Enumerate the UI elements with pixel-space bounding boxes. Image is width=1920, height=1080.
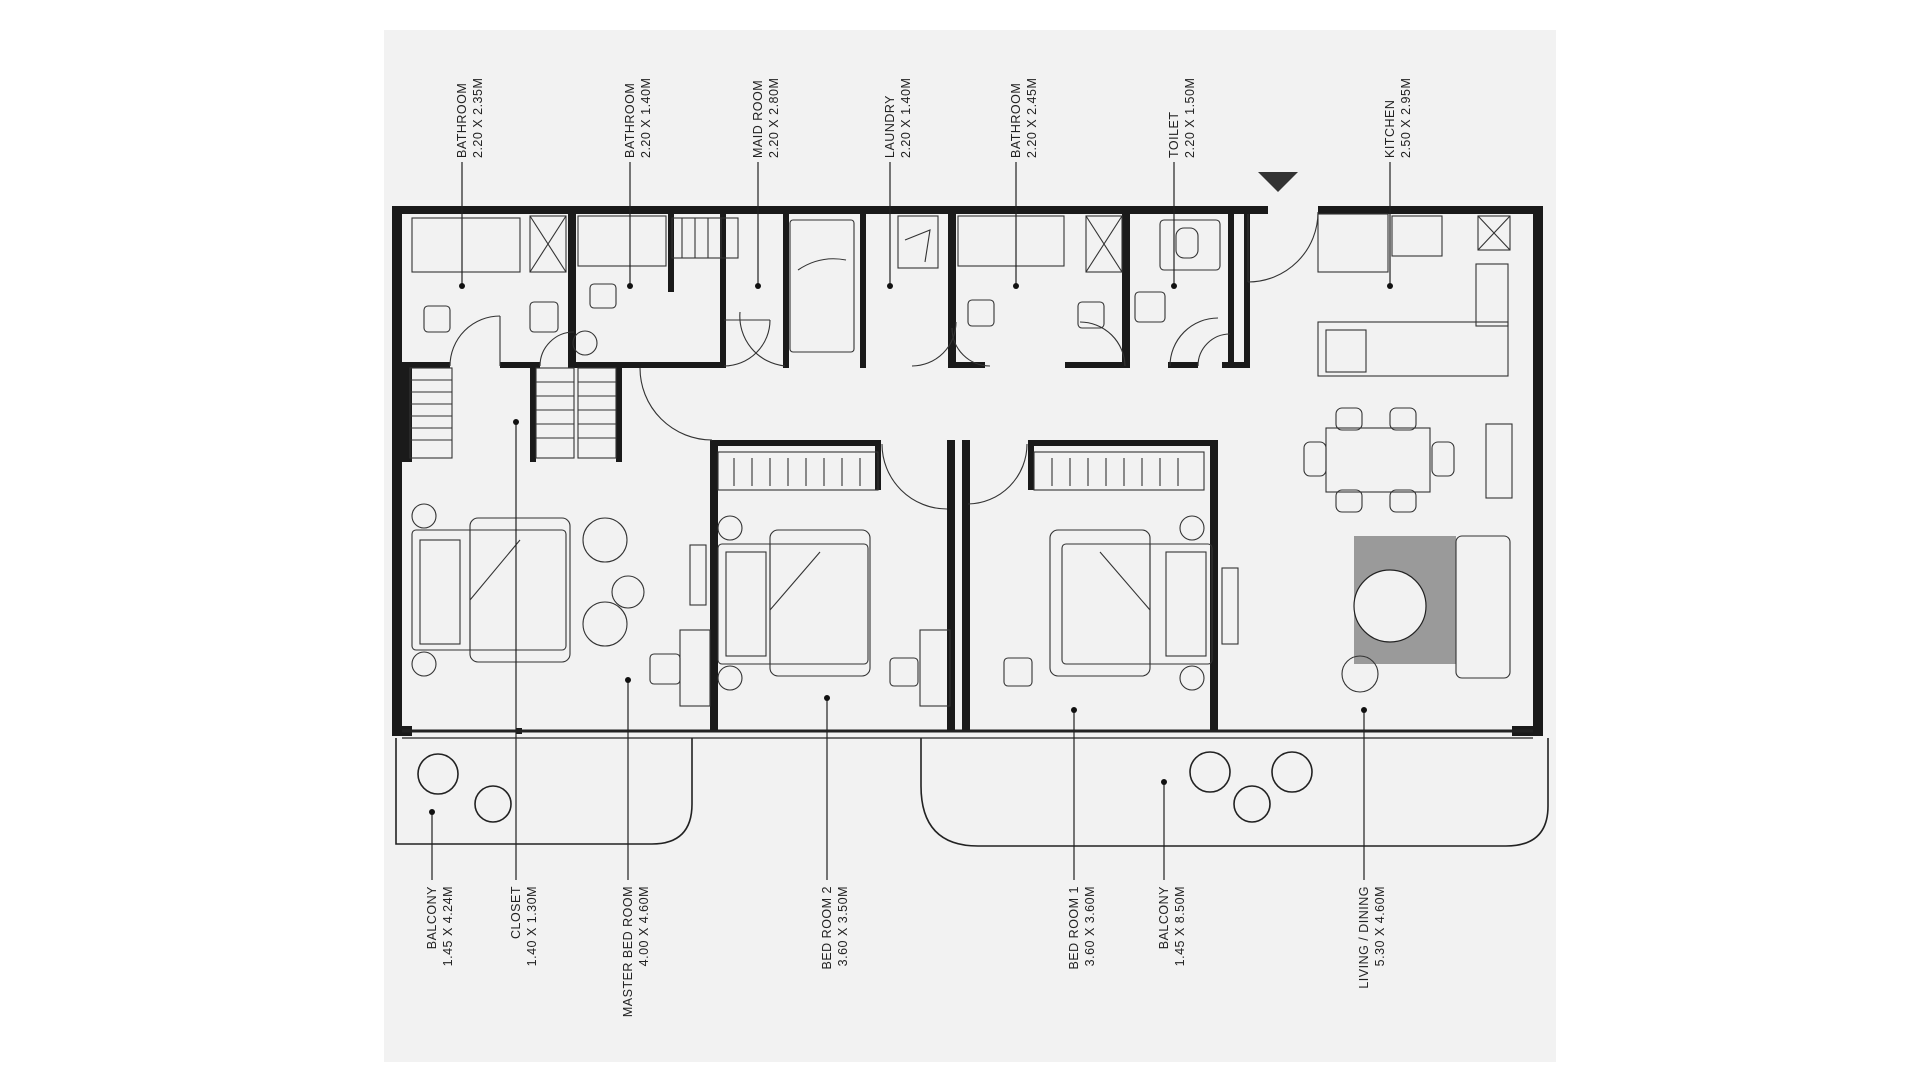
bed-room-1-bed: [889, 515, 1239, 707]
top-room-dims: 2.20 X 2.80M: [767, 78, 781, 158]
living-furniture: [1341, 535, 1511, 693]
top-room-dims: 2.20 X 2.45M: [1025, 78, 1039, 158]
master-bed: [411, 503, 645, 677]
top-room-dims: 2.20 X 1.40M: [639, 78, 653, 158]
bottom-room-name: LIVING / DINING: [1357, 886, 1371, 989]
top-room-dims: 2.20 X 2.35M: [471, 78, 485, 158]
bottom-room-name: CLOSET: [509, 886, 523, 939]
doors: [449, 211, 1319, 510]
top-leaders: [459, 162, 1393, 289]
top-room-dims: 2.20 X 1.40M: [899, 78, 913, 158]
bottom-room-dims: 3.60 X 3.60M: [1083, 886, 1097, 966]
top-room-dims: 2.50 X 2.95M: [1399, 78, 1413, 158]
bottom-room-dims: 1.45 X 8.50M: [1173, 886, 1187, 966]
bottom-room-name: MASTER BED ROOM: [621, 886, 635, 1017]
bottom-room-dims: 1.40 X 1.30M: [525, 886, 539, 966]
top-room-name: MAID ROOM: [751, 80, 765, 158]
top-room-name: BATHROOM: [1009, 83, 1023, 158]
entrance-triangle-icon: [1258, 172, 1298, 192]
top-room-dims: 2.20 X 1.50M: [1183, 78, 1197, 158]
top-room-name: TOILET: [1167, 111, 1181, 158]
dining-table: [1303, 407, 1513, 513]
bottom-room-dims: 1.45 X 4.24M: [441, 886, 455, 966]
top-room-name: BATHROOM: [455, 83, 469, 158]
bed-room-2-bed: [649, 515, 871, 707]
bottom-room-dims: 4.00 X 4.60M: [637, 886, 651, 966]
bottom-room-dims: 5.30 X 4.60M: [1373, 886, 1387, 966]
wardrobes: [717, 451, 1205, 491]
bottom-room-dims: 3.60 X 3.50M: [836, 886, 850, 966]
closet-shelves: [409, 367, 617, 459]
bottom-room-name: BED ROOM 2: [820, 886, 834, 970]
interior-walls: [402, 214, 1250, 730]
bottom-room-name: BALCONY: [425, 886, 439, 949]
top-room-labels: BATHROOM 2.20 X 2.35M BATHROOM 2.20 X 1.…: [455, 78, 1413, 158]
balconies: [395, 738, 1549, 847]
top-room-name: BATHROOM: [623, 83, 637, 158]
kitchen-fixtures: [1317, 213, 1511, 377]
top-room-name: LAUNDRY: [883, 95, 897, 158]
bottom-room-name: BED ROOM 1: [1067, 886, 1081, 970]
bottom-leaders: [429, 419, 1367, 880]
top-room-name: KITCHEN: [1383, 100, 1397, 158]
bathroom-fixtures: [411, 215, 1221, 356]
outer-walls: [392, 206, 1543, 739]
bottom-room-name: BALCONY: [1157, 886, 1171, 949]
bottom-room-labels: BALCONY 1.45 X 4.24M CLOSET 1.40 X 1.30M…: [425, 886, 1387, 1017]
